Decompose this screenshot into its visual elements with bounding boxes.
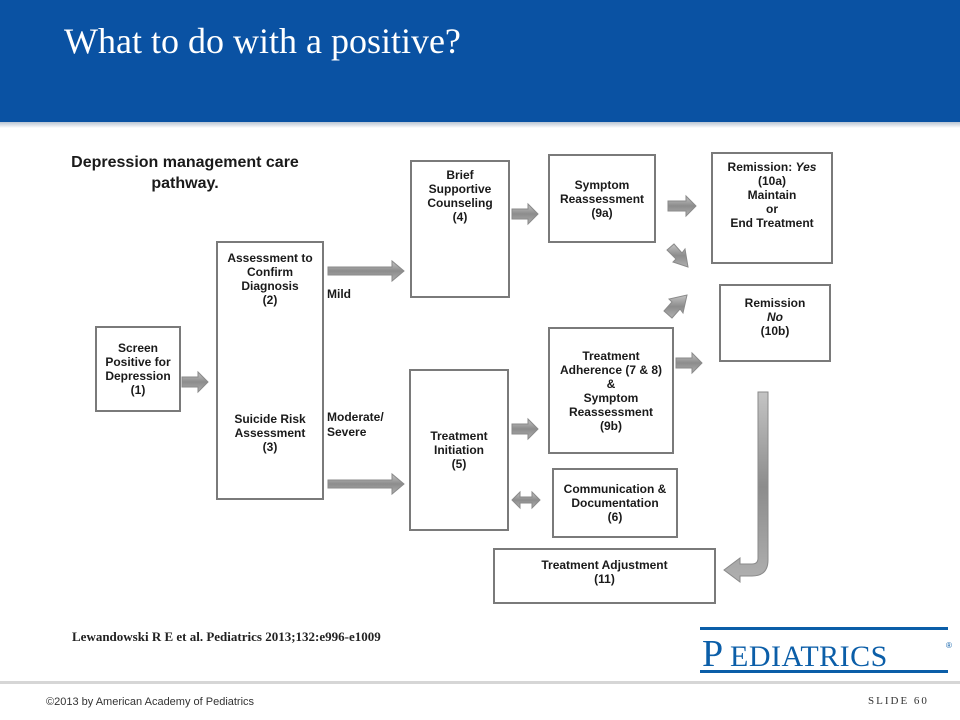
arrow-initiation-to-adherence <box>511 417 539 441</box>
screen-line-4: (1) <box>130 383 146 397</box>
initiation-line-3: (5) <box>451 457 467 471</box>
footer-divider <box>0 681 960 684</box>
label-mild: Mild <box>327 287 351 301</box>
assessment-line-4: (2) <box>262 293 278 307</box>
box-treatment-adjustment: Treatment Adjustment (11) <box>493 548 716 604</box>
arrow-adherence-to-remission-yes-diag <box>663 294 688 319</box>
arrow-initiation-communication <box>511 490 541 510</box>
label-moderate-line-2: Severe <box>327 425 367 439</box>
communication-line-3: (6) <box>607 510 623 524</box>
assessment-line-3: Diagnosis <box>241 279 299 293</box>
logo-registered-mark: ® <box>946 641 952 650</box>
arrow-brief-to-symptom <box>511 202 539 226</box>
slide-number: SLIDE 60 <box>868 695 929 707</box>
header-bar <box>0 0 960 122</box>
communication-line-2: Documentation <box>571 496 659 510</box>
box-symptom-reassessment: Symptom Reassessment (9a) <box>548 154 656 243</box>
remission-yes-line-4: or <box>766 202 778 216</box>
symptom-line-3: (9a) <box>591 205 613 220</box>
assessment-line-1: Assessment to <box>227 251 313 265</box>
diagram-title: Depression management care pathway. <box>71 154 299 192</box>
suicide-line-3: (3) <box>262 440 278 454</box>
slide-title: What to do with a positive? <box>64 21 461 61</box>
box-treatment-initiation: Treatment Initiation (5) <box>409 369 509 531</box>
arrow-mild <box>327 259 405 283</box>
assessment-line-2: Confirm <box>247 265 293 279</box>
brief-line-3: Counseling <box>427 196 493 210</box>
adherence-line-2: Adherence (7 & 8) <box>559 362 663 377</box>
remission-yes-line-1: Remission: Yes <box>728 160 817 174</box>
header-divider <box>0 122 960 128</box>
copyright: ©2013 by American Academy of Pediatrics <box>46 696 255 708</box>
remission-no-italic: No <box>767 310 783 324</box>
screen-line-1: Screen <box>117 341 159 355</box>
initiation-line-1: Treatment <box>430 429 488 443</box>
box-treatment-adherence: Treatment Adherence (7 & 8) & Symptom Re… <box>548 327 674 454</box>
logo-letter-p: P <box>702 633 723 674</box>
box-communication-documentation: Communication & Documentation (6) <box>552 468 678 538</box>
remission-yes-italic: Yes <box>795 160 817 174</box>
remission-no-line-1: Remission <box>744 296 806 310</box>
remission-yes-line-2: (10a) <box>757 174 786 188</box>
brief-line-4: (4) <box>452 210 468 224</box>
box-screen-positive: Screen Positive for Depression (1) <box>95 326 181 412</box>
remission-yes-line-5: End Treatment <box>730 216 814 230</box>
arrow-moderate <box>327 472 405 496</box>
communication-line-1: Communication & <box>563 482 667 496</box>
screen-line-2: Positive for <box>105 355 171 369</box>
arrow-symptom-to-remission-no-diag <box>666 243 689 268</box>
adherence-line-1: Treatment <box>582 348 640 363</box>
suicide-line-2: Assessment <box>234 426 306 440</box>
adherence-line-4: Symptom <box>583 390 639 405</box>
label-moderate-line-1: Moderate/ <box>327 410 384 424</box>
screen-line-3: Depression <box>105 369 171 383</box>
adherence-line-6: (9b) <box>600 418 622 433</box>
box-remission-yes: Remission: Yes (10a) Maintain or End Tre… <box>711 152 833 264</box>
logo-letters-ediatrics: EDIATRICS <box>730 640 888 673</box>
symptom-line-1: Symptom <box>574 177 630 192</box>
adjustment-line-2: (11) <box>594 572 615 586</box>
adherence-line-3: & <box>606 376 616 391</box>
adjustment-line-1: Treatment Adjustment <box>541 558 668 572</box>
brief-line-1: Brief <box>446 168 474 182</box>
arrow-adherence-to-remission-no <box>675 351 703 375</box>
remission-no-line-3: (10b) <box>760 324 790 338</box>
arrow-remission-no-to-adjustment <box>723 391 769 583</box>
symptom-line-2: Reassessment <box>559 191 645 206</box>
box-remission-no: Remission No (10b) <box>719 284 831 362</box>
suicide-line-1: Suicide Risk <box>234 412 306 426</box>
citation: Lewandowski R E et al. Pediatrics 2013;1… <box>72 629 381 644</box>
arrow-symptom-to-remission-yes <box>667 194 697 218</box>
pediatrics-logo: P EDIATRICS ® <box>700 627 952 674</box>
label-moderate-severe: Moderate/ Severe <box>327 410 384 440</box>
remission-yes-prefix: Remission: <box>727 160 796 174</box>
box-assessment: Assessment to Confirm Diagnosis (2) Suic… <box>216 241 324 500</box>
box-brief-counseling: Brief Supportive Counseling (4) <box>410 160 510 298</box>
initiation-line-2: Initiation <box>434 443 484 457</box>
brief-line-2: Supportive <box>428 182 492 196</box>
adherence-line-5: Reassessment <box>568 404 654 419</box>
remission-yes-line-3: Maintain <box>747 188 797 202</box>
arrow-screen-to-assessment <box>181 370 209 394</box>
